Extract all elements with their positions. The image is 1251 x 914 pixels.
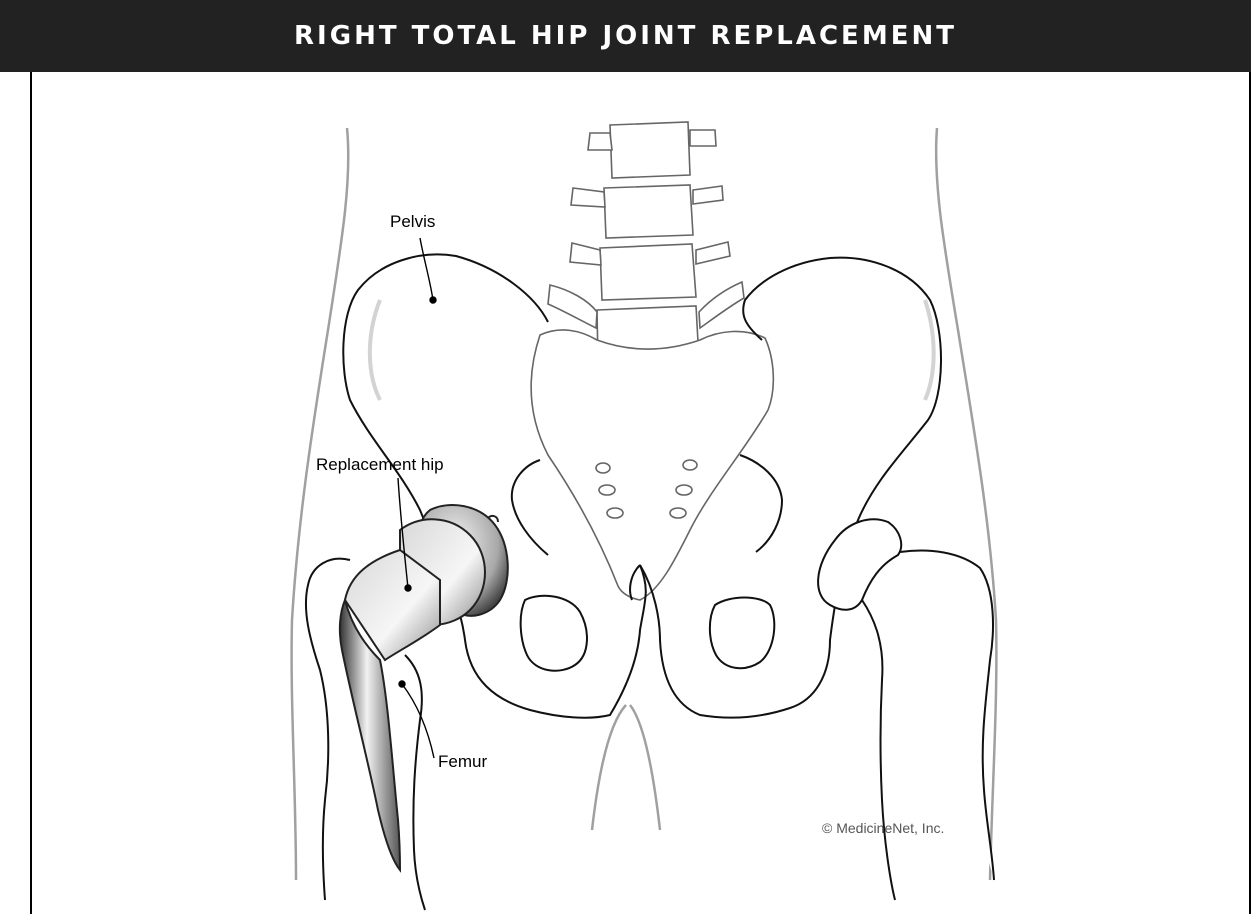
femur-label: Femur [438, 752, 487, 772]
copyright-credit: © MedicineNet, Inc. [822, 820, 944, 836]
natural-femur [818, 519, 994, 900]
pelvis-label: Pelvis [390, 212, 435, 232]
replacement-hip-label: Replacement hip [316, 455, 444, 475]
sacrum [531, 330, 773, 600]
lumbar-spine [548, 122, 744, 362]
